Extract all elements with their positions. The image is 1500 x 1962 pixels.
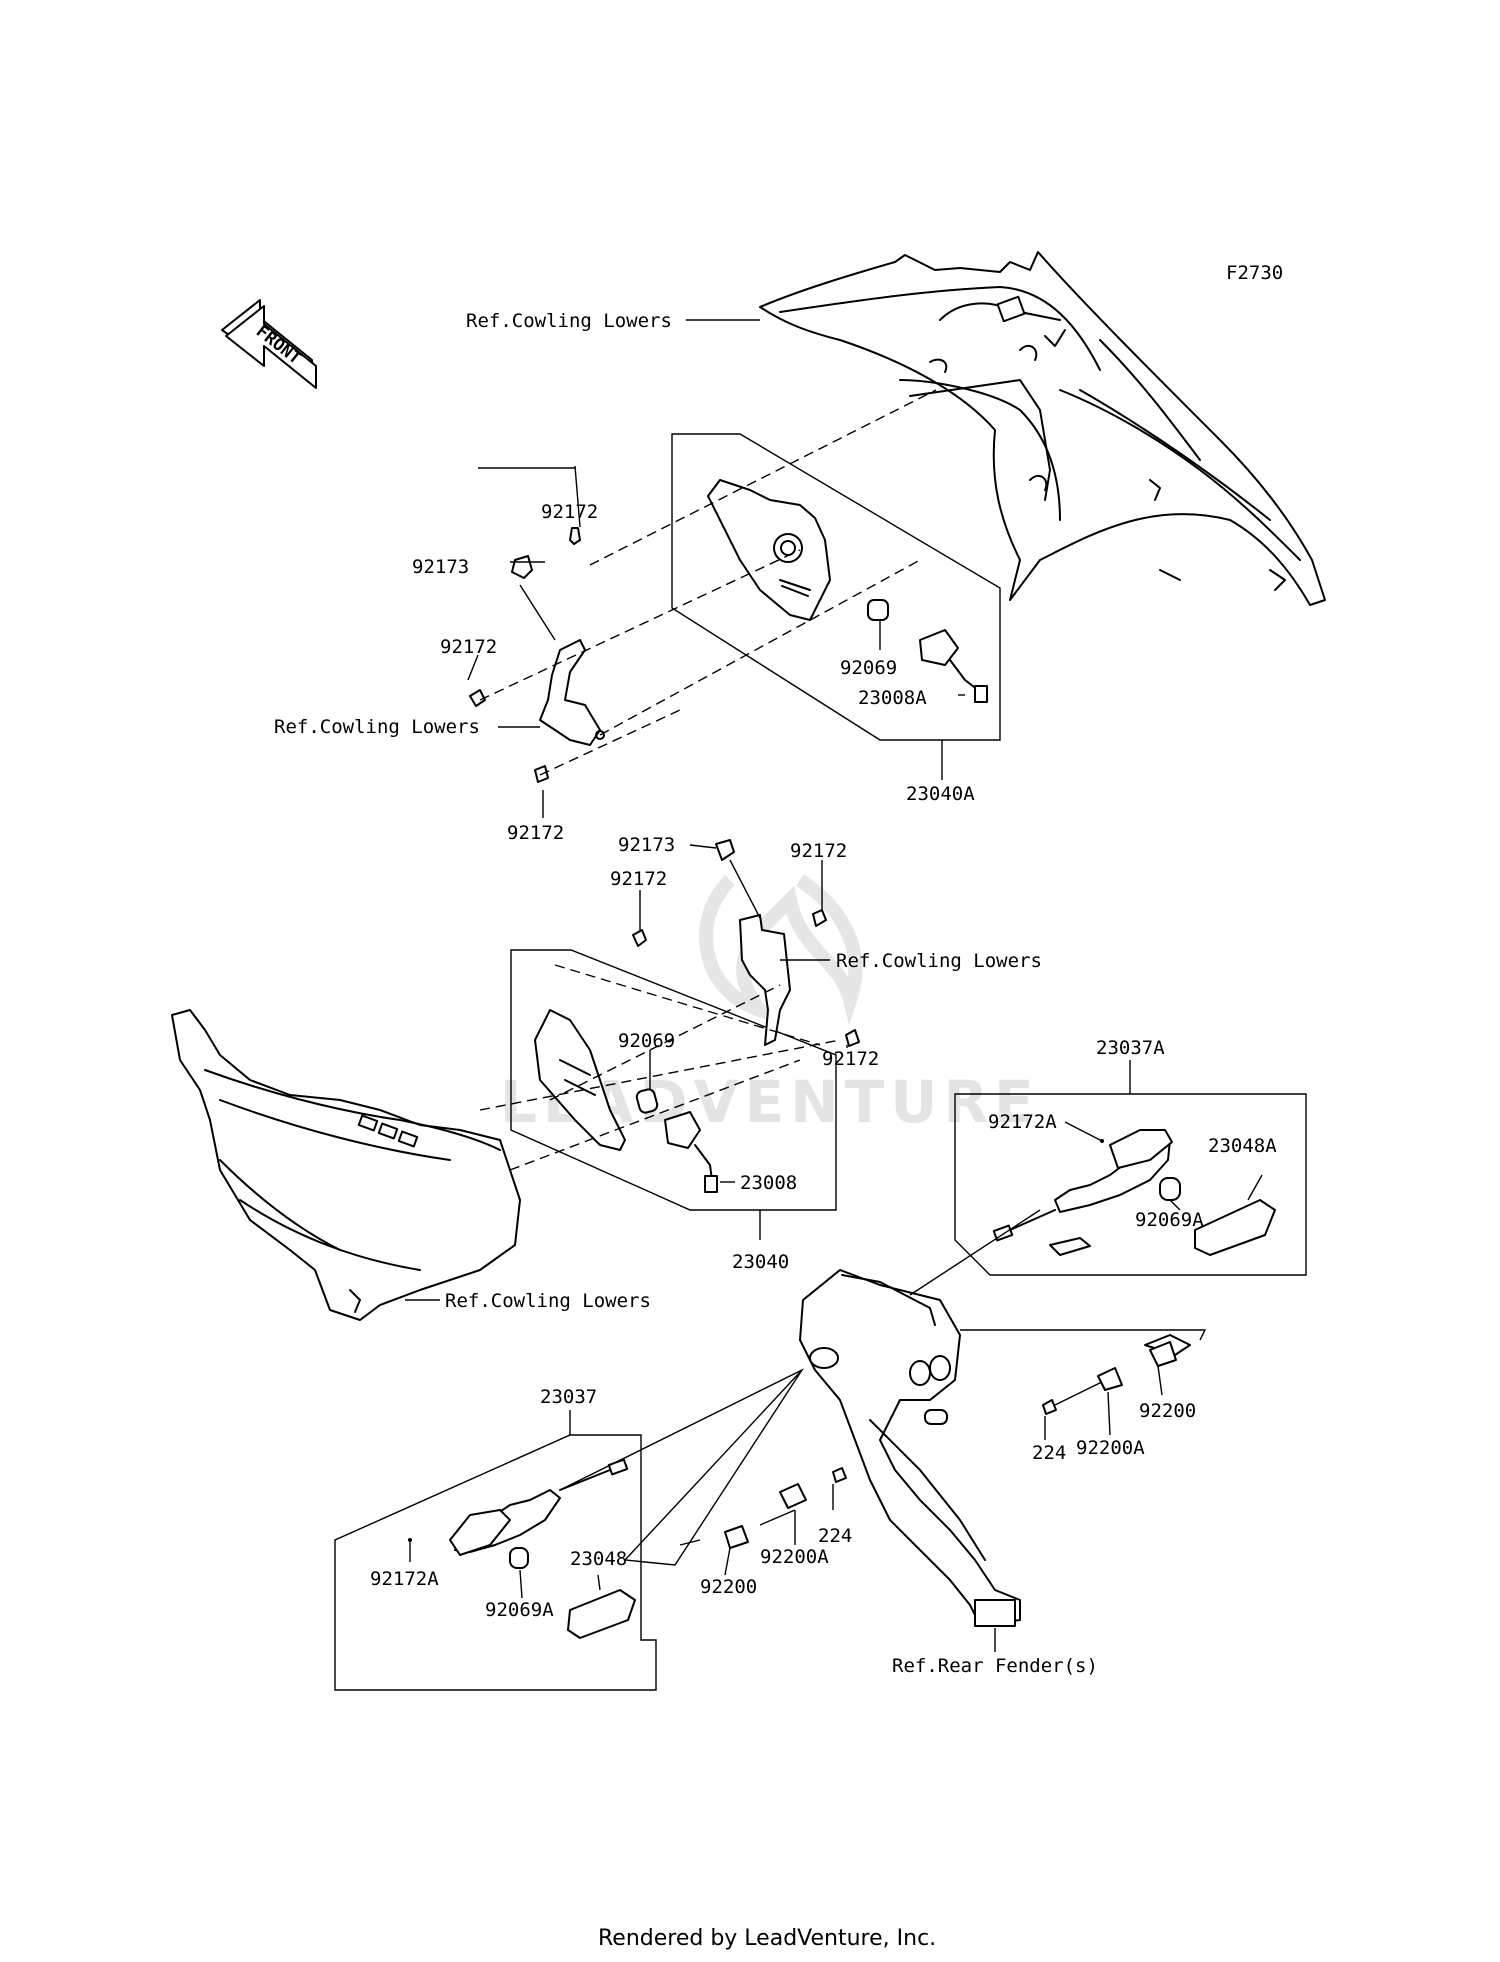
label-92173-b: 92173 — [618, 834, 675, 856]
label-92200A-b: 92200A — [760, 1546, 829, 1568]
figure-code: F2730 — [1226, 262, 1283, 284]
label-ref-cowling-lowers-1: Ref.Cowling Lowers — [466, 310, 672, 332]
label-92173-a: 92173 — [412, 556, 469, 578]
label-92172-c: 92172 — [507, 822, 564, 844]
fasteners — [724, 1341, 1177, 1549]
rear-indicator-23037A — [954, 1093, 1307, 1276]
label-92069A-a: 92069A — [1135, 1209, 1204, 1231]
label-92200A-a: 92200A — [1076, 1437, 1145, 1459]
label-23008A: 23008A — [858, 687, 927, 709]
rear-alignment-lines — [559, 1209, 1207, 1566]
label-92172A-a: 92172A — [988, 1111, 1057, 1133]
label-ref-cowling-lowers-2: Ref.Cowling Lowers — [274, 716, 480, 738]
label-224-a: 224 — [1032, 1442, 1066, 1464]
label-92172-b: 92172 — [440, 636, 497, 658]
front-arrow-icon: FRONT — [221, 299, 317, 389]
label-92069A-b: 92069A — [485, 1599, 554, 1621]
lower-cowling-illustration — [171, 1009, 521, 1321]
headlight-assembly-23040A — [671, 433, 1001, 741]
label-92172-d: 92172 — [790, 840, 847, 862]
label-92200-b: 92200 — [700, 1576, 757, 1598]
label-92172A-b: 92172A — [370, 1568, 439, 1590]
footer-credit: Rendered by LeadVenture, Inc. — [598, 1926, 936, 1951]
label-23037A: 23037A — [1096, 1037, 1165, 1059]
label-23037: 23037 — [540, 1386, 597, 1408]
label-ref-cowling-lowers-4: Ref.Cowling Lowers — [445, 1290, 651, 1312]
label-92172-f: 92172 — [822, 1048, 879, 1070]
headlight-assembly-23040 — [510, 949, 837, 1211]
rear-indicator-23037 — [334, 1434, 657, 1691]
license-bracket-illustration — [799, 1237, 1191, 1627]
label-23008: 23008 — [740, 1172, 797, 1194]
label-leaders — [405, 319, 1263, 1652]
upper-alignment-lines — [479, 389, 937, 776]
label-ref-cowling-lowers-3: Ref.Cowling Lowers — [836, 950, 1042, 972]
label-23040: 23040 — [732, 1251, 789, 1273]
label-92172-e: 92172 — [610, 868, 667, 890]
label-ref-rear-fenders: Ref.Rear Fender(s) — [892, 1655, 1098, 1677]
label-92069-a: 92069 — [840, 657, 897, 679]
upper-cowling-illustration — [759, 251, 1326, 606]
middle-bracket — [632, 839, 860, 1047]
label-92069-b: 92069 — [618, 1030, 675, 1052]
label-23048: 23048 — [570, 1548, 627, 1570]
label-92200-a: 92200 — [1139, 1400, 1196, 1422]
label-23040A: 23040A — [906, 783, 975, 805]
label-224-b: 224 — [818, 1525, 852, 1547]
label-23048A: 23048A — [1208, 1135, 1277, 1157]
middle-alignment-lines — [479, 859, 841, 1171]
watermark-logo — [699, 874, 863, 1026]
label-92172-a: 92172 — [541, 501, 598, 523]
part-labels: Ref.Cowling Lowers 92172 92173 92172 Ref… — [274, 310, 1277, 1677]
